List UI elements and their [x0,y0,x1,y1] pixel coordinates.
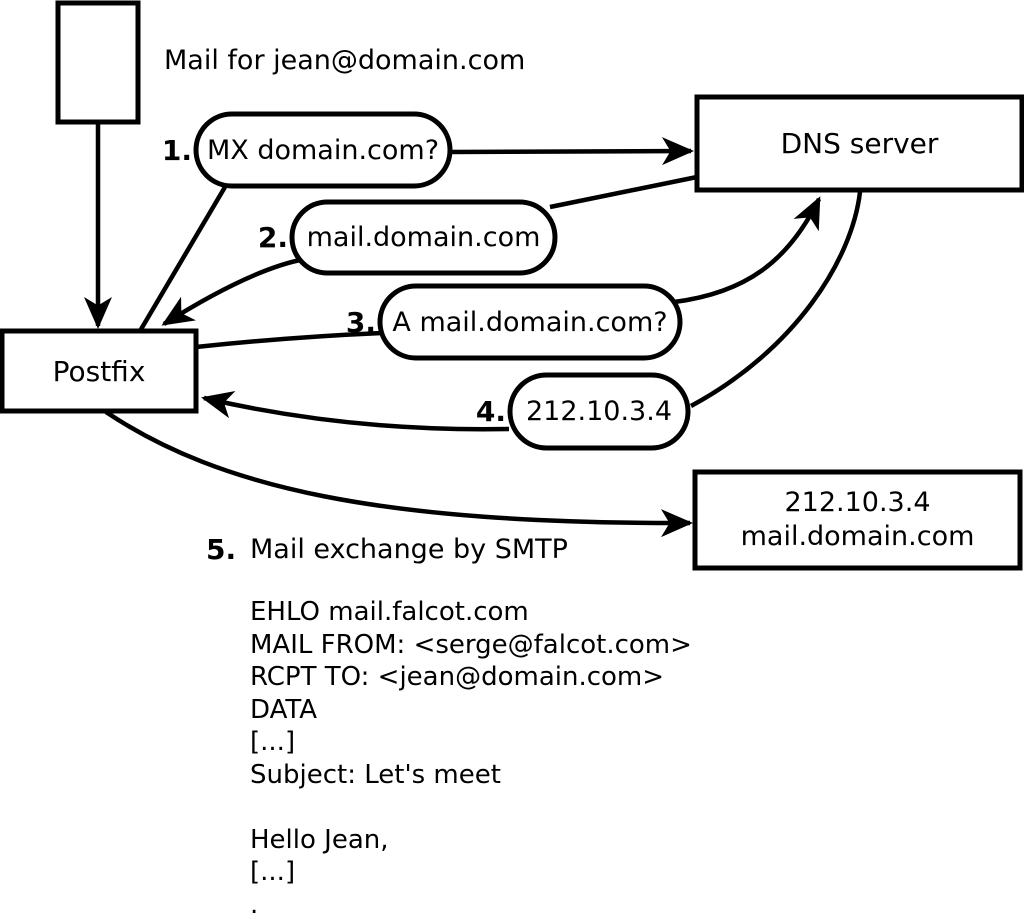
mx-response-pill [289,199,558,276]
mail-server-host: mail.domain.com [740,521,975,552]
arrow-smtp-exchange [104,410,693,538]
arrow-mx-query-to-dns [449,137,694,166]
a-response-pill [507,372,691,451]
step-1-number: 1. [161,133,192,167]
postfix-box [0,328,199,414]
arrow-a-response-to-postfix [201,390,510,432]
connector-dns-to-mx-response [549,174,698,210]
a-query-pill [377,283,683,361]
connector-dns-to-a-response [689,191,863,408]
step-4-number: 4. [475,395,506,428]
smtp-exchange-label: Mail exchange by SMTP [250,534,568,565]
connector-postfix-to-mx-query [138,185,227,333]
arrow-a-query-to-dns [673,196,822,305]
step-5-number: 5. [206,533,237,566]
mail-server-ip: 212.10.3.4 [784,487,931,518]
mail-server-box [692,469,1023,571]
mx-response-label: mail.domain.com [306,222,541,253]
connector-postfix-to-a-query [195,330,383,350]
mail-message-icon [55,0,141,125]
arrow-mx-response-to-postfix [161,256,306,326]
a-query-label: A mail.domain.com? [392,306,668,338]
dns-server-label: DNS server [780,127,939,160]
postfix-label: Postfix [52,354,146,388]
step-3-number: 3. [345,305,376,339]
smtp-session-text: EHLO mail.falcot.com MAIL FROM: <serge@f… [250,597,692,919]
mail-for-label: Mail for jean@domain.com [164,45,526,76]
mail-server-label: 212.10.3.4 mail.domain.com [695,472,1020,568]
a-response-label: 212.10.3.4 [526,396,672,427]
mx-query-pill [193,111,453,189]
mx-query-label: MX domain.com? [206,134,440,166]
step-2-number: 2. [257,221,288,254]
dns-server-box [694,94,1024,193]
